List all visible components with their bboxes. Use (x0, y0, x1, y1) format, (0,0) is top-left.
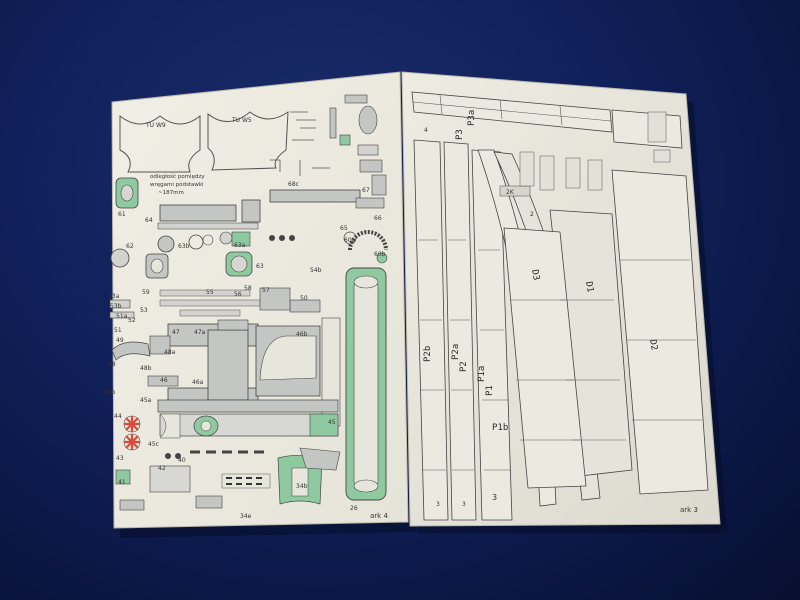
part-label-63: 63 (256, 263, 264, 270)
part-label-48: 48 (108, 361, 116, 368)
part-label-59: 59 (142, 289, 150, 296)
part-label-50: 50 (300, 295, 308, 302)
part-label-4: 4 (424, 127, 428, 134)
part-label-48b: 48b (140, 365, 152, 372)
part-label-P2a: P2a (451, 344, 461, 360)
part-label-55: 55 (206, 289, 214, 296)
part-label-62: 62 (126, 243, 134, 250)
part-label-3a: 3 (436, 501, 440, 508)
part-label-45c: 45c (148, 441, 159, 448)
part-label-45a: 45a (140, 397, 152, 404)
part-label-46a: 46a (192, 379, 204, 386)
part-label-52: 52 (128, 317, 136, 324)
part-label-41: 41 (118, 479, 126, 486)
part-label-57: 57 (262, 287, 270, 294)
part-label-51a: 51a (116, 313, 128, 320)
part-label-60b: 60b (374, 251, 386, 258)
part-label-65: 65 (340, 225, 348, 232)
part-label-45: 45 (328, 419, 336, 426)
part-label-44: 44 (114, 413, 122, 420)
note-line-2: wręgami podstawki (150, 182, 204, 188)
part-label-47a: 47a (194, 329, 206, 336)
template-a-label: TU W9 (145, 122, 166, 129)
left-sheet-label: ark 4 (370, 512, 388, 520)
part-label-P3: P3 (455, 129, 465, 140)
template-tu-w9 (119, 114, 201, 173)
part-label-54b: 54b (310, 267, 322, 274)
part-label-46b: 46b (296, 331, 308, 338)
right-sheet-label: ark 3 (680, 506, 698, 514)
part-label-63b: 63b (178, 243, 190, 250)
part-label-53a: 53a (108, 293, 120, 300)
part-label-48a: 48a (164, 349, 176, 356)
part-label-42: 42 (158, 465, 166, 472)
part-label-34e: 34e (240, 513, 252, 520)
part-label-63a: 63a (234, 242, 246, 249)
template-tu-w5 (207, 111, 289, 171)
note-line-3: ~187mm (158, 190, 184, 196)
part-label-64: 64 (145, 217, 153, 224)
part-label-D3: D3 (529, 269, 541, 281)
part-label-56: 56 (234, 291, 242, 298)
part-label-P1b: P1b (492, 423, 508, 433)
part-label-3b: 3 (462, 501, 466, 508)
part-label-47: 47 (172, 329, 180, 336)
part-label-34b: 34b (296, 483, 308, 490)
part-label-D2: D2 (647, 339, 659, 351)
part-label-P2: P2 (459, 361, 469, 372)
right-sheet: P3 P3a P2 P2a P2b P1 P1a P1b D1 D2 D3 2 … (401, 71, 721, 527)
part-label-45b: 45b (104, 389, 116, 396)
part-label-67: 67 (362, 187, 370, 194)
note-line-1: odległość pomiędzy (150, 173, 205, 180)
part-label-P1: P1 (485, 385, 495, 396)
part-label-P2b: P2b (423, 346, 433, 362)
part-label-43: 43 (116, 455, 124, 462)
part-label-49: 49 (116, 337, 124, 344)
part-label-51: 51 (114, 327, 122, 334)
part-label-53b: 53b (110, 303, 122, 310)
part-label-P1a: P1a (477, 366, 487, 382)
part-label-D1: D1 (583, 281, 595, 293)
part-label-68c: 68c (288, 181, 299, 188)
part-label-66: 66 (374, 215, 382, 222)
part-label-P3a: P3a (467, 110, 477, 126)
left-sheet: TU W9 TU W5 odległość pomiędzy wręgami p… (104, 71, 409, 529)
part-label-26: 26 (350, 505, 358, 512)
template-b-label: TU W5 (231, 117, 252, 124)
part-label-3c: 3 (492, 493, 497, 502)
part-label-53: 53 (140, 307, 148, 314)
part-label-46: 46 (160, 377, 168, 384)
part-label-40: 40 (178, 457, 186, 464)
part-label-2k: 2K (506, 189, 515, 196)
part-label-58: 58 (244, 285, 252, 292)
part-label-2: 2 (530, 211, 534, 218)
part-label-60a: 60a (344, 237, 356, 244)
part-label-61: 61 (118, 211, 126, 218)
